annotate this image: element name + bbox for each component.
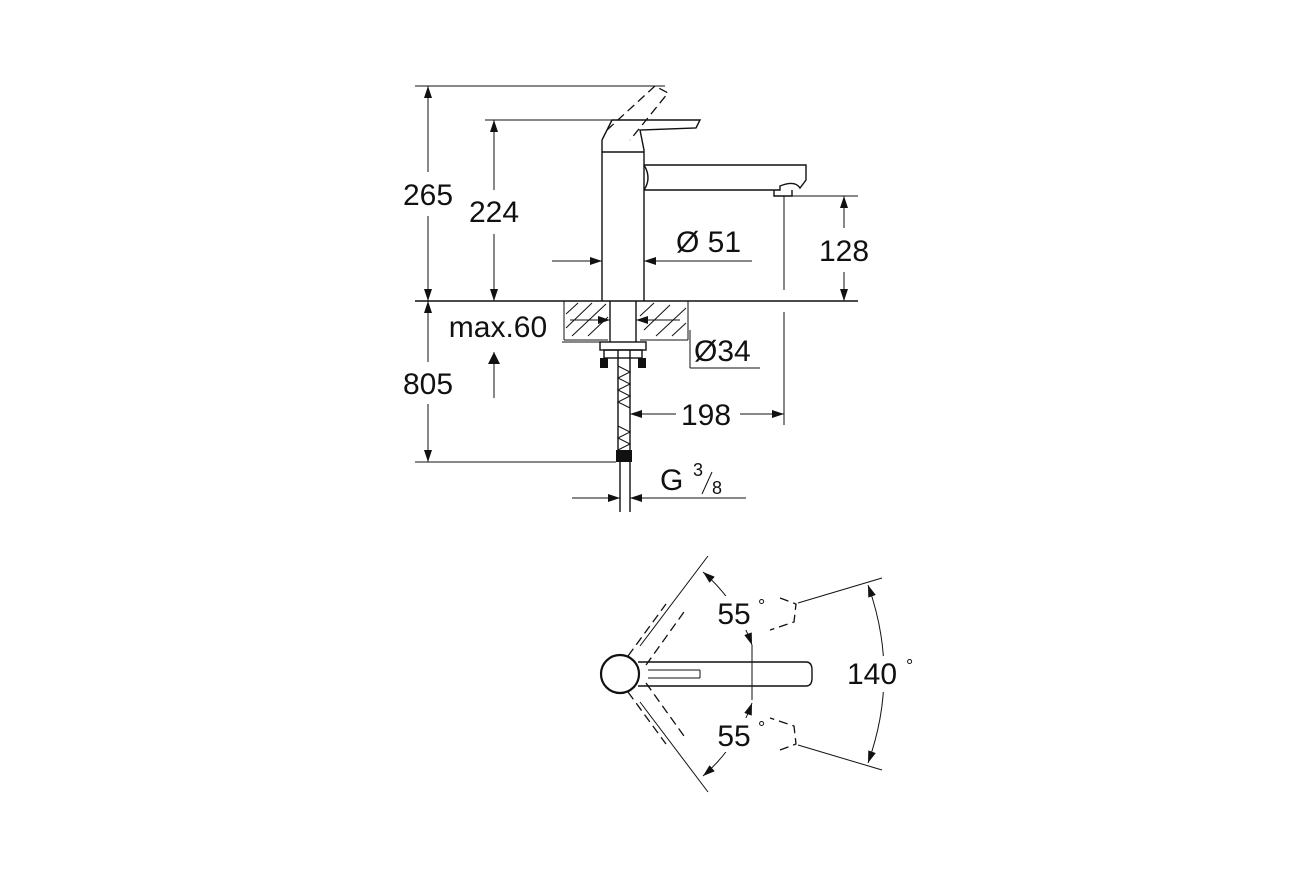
dim-total-height-label: 265: [403, 179, 453, 212]
dim-thread: G 3 8: [572, 460, 746, 502]
angle-total-label: 140: [847, 658, 897, 691]
angle-upper-label: 55: [717, 598, 750, 631]
dim-hole-diameter: Ø34: [694, 335, 751, 368]
angle-upper-degree: °: [758, 596, 765, 616]
top-view: 55 ° 55 ° 140 °: [599, 555, 913, 793]
dim-reach-label: 198: [681, 399, 731, 432]
spout-rotated-upper-dashed: [627, 597, 797, 666]
shank: [599, 301, 647, 368]
faucet-body: [601, 119, 702, 301]
spout-top-view: [638, 661, 813, 687]
spout-rotated-lower-dashed: [627, 682, 797, 751]
dim-total-height: 265: [390, 86, 466, 301]
supply-hose: [616, 350, 632, 512]
dim-body-diameter-label: Ø 51: [676, 226, 741, 259]
handle-raised-dashed: [606, 85, 669, 141]
angle-lower-label: 55: [717, 720, 750, 753]
dim-outlet-height-label: 128: [819, 235, 869, 268]
dim-spout-height: 224: [458, 120, 530, 301]
dim-body-diameter: Ø 51: [552, 226, 752, 265]
dim-hole-diameter-label: Ø34: [694, 335, 751, 368]
dim-thread-numerator: 3: [693, 460, 703, 480]
dim-below-deck: 805: [390, 301, 500, 462]
dim-thread-label: G: [660, 464, 683, 497]
angle-extension-lines: [639, 555, 883, 793]
angle-total-degree: °: [906, 656, 913, 676]
dim-reach: 198: [630, 399, 784, 432]
dim-outlet-height: 128: [808, 196, 880, 301]
angle-lower-degree: °: [758, 718, 765, 738]
dim-thread-denominator: 8: [712, 478, 722, 498]
body-circle: [599, 653, 641, 695]
deck-section-right: [639, 301, 689, 341]
faucet-spout: [643, 164, 807, 197]
dim-max-thickness-label: max.60: [449, 311, 547, 344]
dim-max-thickness: max.60: [438, 308, 680, 344]
extension-lines: [415, 85, 858, 463]
side-view: 265 224 128 Ø 51 max.60 Ø34: [390, 85, 880, 512]
dim-spout-height-label: 224: [469, 196, 519, 229]
dim-below-deck-label: 805: [403, 368, 453, 401]
